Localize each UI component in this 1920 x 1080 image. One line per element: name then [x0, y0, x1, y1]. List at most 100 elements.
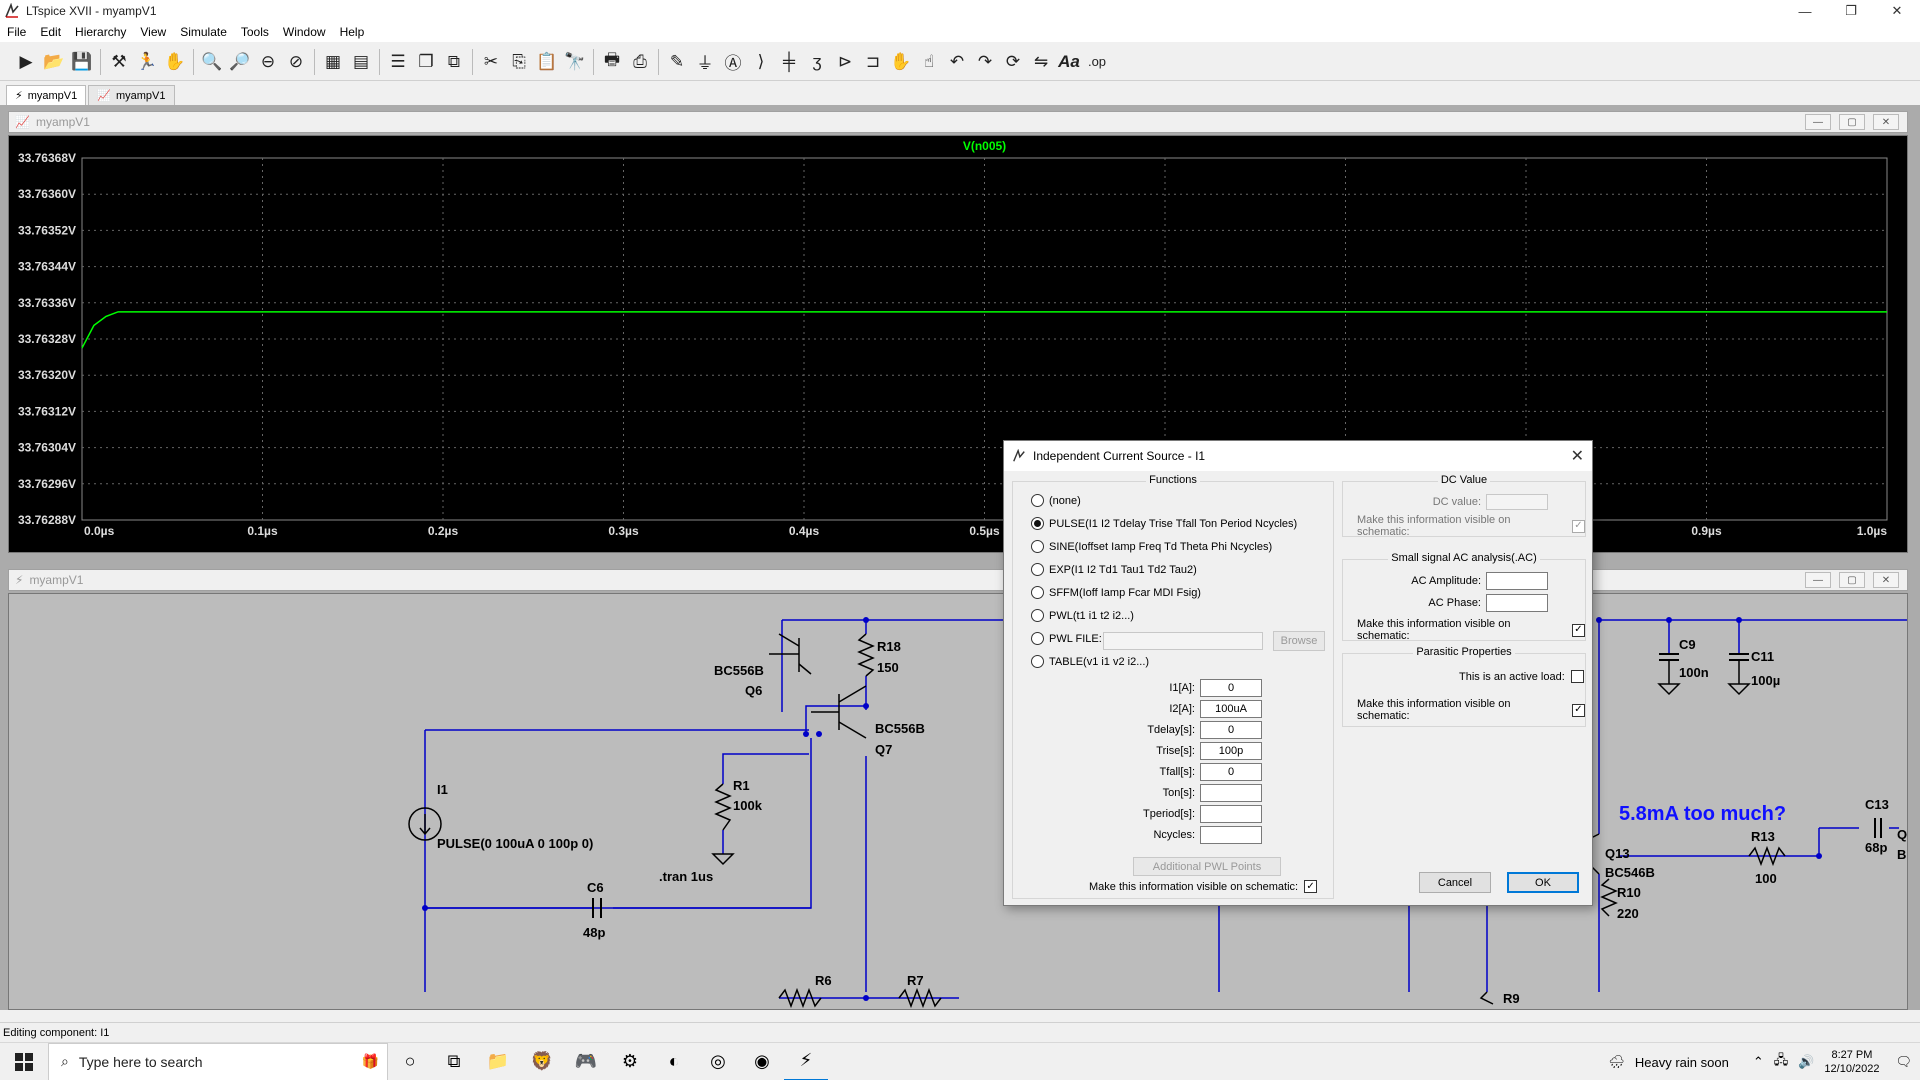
tile-vertical-icon[interactable]: ⧉	[447, 51, 461, 71]
r1-resistor[interactable]	[714, 783, 732, 831]
capacitor-icon[interactable]: ╪	[782, 51, 796, 71]
move-hand-icon[interactable]: ✋	[890, 51, 912, 71]
start-button[interactable]	[0, 1043, 48, 1080]
pwl-file-input[interactable]	[1103, 632, 1263, 650]
active-load-checkbox[interactable]	[1570, 670, 1584, 683]
i1-current-source[interactable]	[408, 807, 442, 841]
menu-edit[interactable]: Edit	[40, 25, 62, 39]
param-ncycles-input[interactable]	[1200, 826, 1262, 844]
disc-app-icon[interactable]: ◎	[710, 1051, 726, 1071]
zoom-area-icon[interactable]: 🔎	[229, 51, 251, 71]
menu-file[interactable]: File	[7, 25, 27, 39]
schematic-canvas[interactable]: BC556B Q6 BC556B Q7 R18 150 R1 100k I1 P…	[8, 593, 1908, 1010]
param-trise-input[interactable]: 100p	[1200, 742, 1262, 760]
param-i1-input[interactable]: 0	[1200, 679, 1262, 697]
dc-value-input[interactable]	[1486, 494, 1548, 510]
app-icon[interactable]: ◐	[668, 1051, 680, 1071]
schematic-close-button[interactable]: ✕	[1873, 572, 1899, 588]
print-setup-icon[interactable]: 🖶	[603, 50, 621, 69]
undo-icon[interactable]: ↶	[949, 51, 965, 71]
q6-transistor[interactable]	[769, 633, 812, 675]
option-sine[interactable]: SINE(Ioffset Iamp Freq Td Theta Phi Ncyc…	[1031, 540, 1272, 553]
find-icon[interactable]: 🔭	[564, 51, 586, 71]
ac-amplitude-input[interactable]	[1486, 572, 1548, 590]
r7-resistor[interactable]	[898, 987, 942, 1009]
spice-directive-icon[interactable]: .op	[1087, 54, 1107, 69]
option-none[interactable]: (none)	[1031, 494, 1081, 507]
close-button[interactable]: ✕	[1891, 3, 1903, 18]
c9-capacitor[interactable]	[1659, 653, 1679, 661]
parasitic-visible-checkbox[interactable]: ✓	[1572, 703, 1585, 717]
open-folder-icon[interactable]: 📂	[43, 51, 65, 71]
brave-browser-icon[interactable]: 🦁	[530, 1051, 554, 1071]
r6-resistor[interactable]	[778, 987, 822, 1009]
menu-help[interactable]: Help	[339, 25, 365, 39]
ok-button[interactable]: OK	[1507, 872, 1579, 893]
radio-exp[interactable]	[1031, 563, 1044, 576]
component-icon[interactable]: ⊐	[865, 51, 881, 71]
schematic-comment[interactable]: 5.8mA too much?	[1619, 803, 1786, 825]
restore-button[interactable]: ❐	[1845, 3, 1857, 18]
tab-waveform[interactable]: 📈 myampV1	[88, 85, 175, 105]
radio-table[interactable]	[1031, 655, 1044, 668]
notifications-icon[interactable]: 🗨	[1895, 1054, 1912, 1069]
task-view-icon[interactable]: ⧉	[447, 1051, 461, 1071]
radio-sffm[interactable]	[1031, 586, 1044, 599]
new-schematic-icon[interactable]: ▶	[19, 51, 33, 71]
option-table[interactable]: TABLE(v1 i1 v2 i2...)	[1031, 655, 1149, 668]
inductor-icon[interactable]: ʒ	[812, 51, 822, 71]
settings-icon[interactable]: ⚙	[621, 1051, 639, 1071]
chevron-up-icon[interactable]: ⌃	[1752, 1054, 1764, 1069]
autorange-icon[interactable]: ▦	[324, 51, 342, 71]
cortana-icon[interactable]: ○	[404, 1051, 416, 1071]
param-i2-input[interactable]: 100uA	[1200, 700, 1262, 718]
control-panel-icon[interactable]: ⚒	[111, 51, 127, 71]
grid-icon[interactable]: ▤	[352, 51, 370, 71]
c6-capacitor[interactable]	[592, 898, 602, 918]
option-exp[interactable]: EXP(I1 I2 Td1 Tau1 Td2 Tau2)	[1031, 563, 1197, 576]
param-tperiod-input[interactable]	[1200, 805, 1262, 823]
additional-pwl-points-button[interactable]: Additional PWL Points	[1133, 857, 1281, 876]
resistor-icon[interactable]: ⟩	[757, 51, 765, 71]
file-explorer-icon[interactable]: 📁	[486, 1051, 510, 1071]
param-tdelay-input[interactable]: 0	[1200, 721, 1262, 739]
text-icon[interactable]: Aa	[1058, 51, 1080, 71]
menu-view[interactable]: View	[140, 25, 167, 39]
c11-capacitor[interactable]	[1729, 653, 1749, 661]
zoom-in-icon[interactable]: 🔍	[201, 51, 223, 71]
param-tfall-input[interactable]: 0	[1200, 763, 1262, 781]
option-pwl[interactable]: PWL(t1 i1 t2 i2...)	[1031, 609, 1134, 622]
minimize-button[interactable]: —	[1798, 3, 1812, 19]
weather-text[interactable]: Heavy rain soon	[1634, 1054, 1729, 1070]
clock[interactable]: 8:27 PM 12/10/2022	[1824, 1048, 1879, 1076]
taskbar-search[interactable]: ⌕ Type here to search 🎁	[48, 1042, 388, 1080]
r10-resistor[interactable]	[1600, 878, 1618, 917]
pan-hand-icon[interactable]: ✋	[164, 51, 186, 71]
functions-visible-checkbox[interactable]: ✓	[1304, 880, 1318, 893]
ac-phase-input[interactable]	[1486, 594, 1548, 612]
mirror-icon[interactable]: ⇋	[1033, 51, 1049, 71]
copy-icon[interactable]: ⎘	[512, 51, 526, 71]
zoom-out-icon[interactable]: ⊖	[260, 51, 276, 71]
menu-tools[interactable]: Tools	[240, 25, 269, 39]
radio-sine[interactable]	[1031, 540, 1044, 553]
cascade-icon[interactable]: ❐	[418, 51, 434, 71]
ltspice-taskbar-icon[interactable]: ⚡	[784, 1043, 828, 1080]
menu-simulate[interactable]: Simulate	[180, 25, 227, 39]
dialog-close-button[interactable]: ✕	[1570, 448, 1584, 465]
weather-icon[interactable]: 🌧	[1608, 1054, 1625, 1069]
diode-icon[interactable]: ⊳	[837, 51, 853, 71]
label-net-icon[interactable]: Ⓐ	[724, 54, 742, 73]
waveform-minimize-button[interactable]: —	[1805, 114, 1831, 130]
paste-icon[interactable]: 📋	[536, 51, 558, 71]
radio-pwl-file[interactable]	[1031, 632, 1044, 645]
radio-pulse[interactable]	[1031, 517, 1044, 530]
print-icon[interactable]: ⎙	[633, 51, 647, 71]
save-icon[interactable]: 💾	[71, 51, 93, 71]
schematic-maximize-button[interactable]: ▢	[1839, 572, 1865, 588]
tran-directive[interactable]: .tran 1us	[659, 869, 713, 884]
q7-transistor[interactable]	[811, 685, 867, 739]
r13-resistor[interactable]	[1748, 845, 1786, 867]
rotate-icon[interactable]: ⟳	[1005, 51, 1021, 71]
